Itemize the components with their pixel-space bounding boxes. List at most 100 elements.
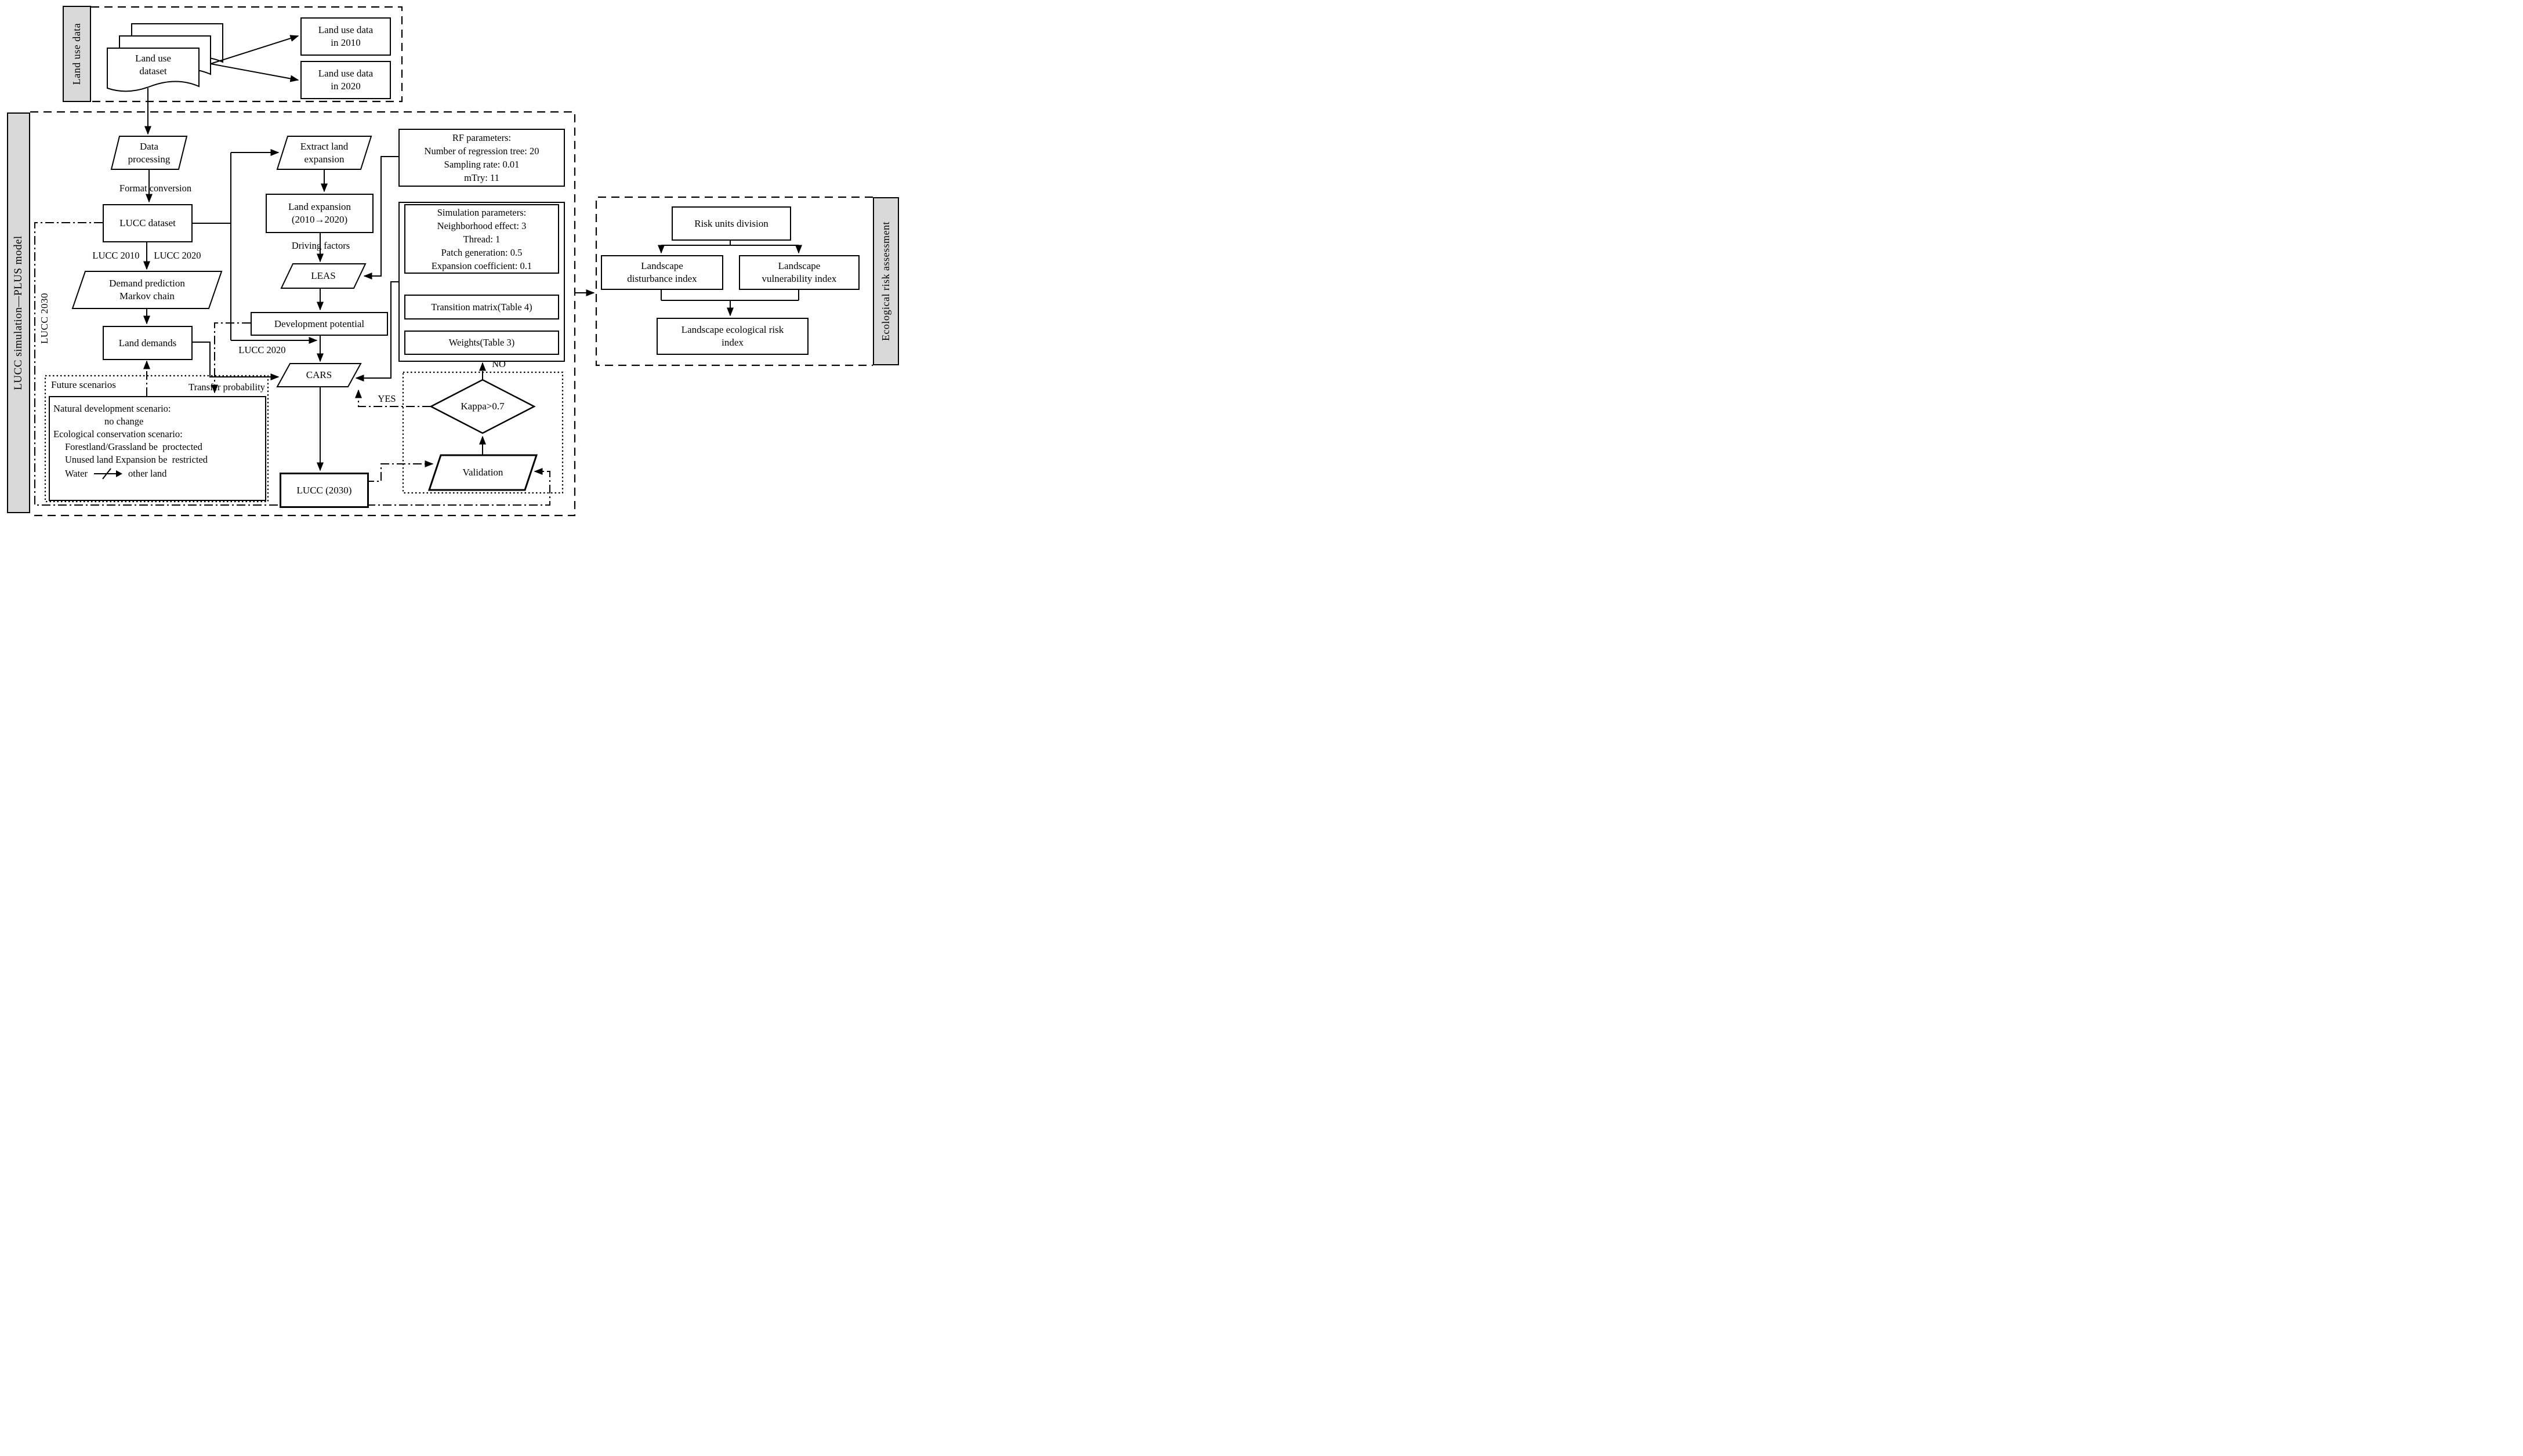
rf-params-mtry: mTry: 11 [464,172,499,183]
risk-units-branch [661,238,799,252]
future-scenarios-inner-box [49,396,266,501]
land-expansion-box: Land expansion (2010→2020) [266,194,374,233]
land-expansion-line-1: Land expansion [288,201,351,212]
data-processing-text: Data processing [111,136,187,169]
land-use-2010-box: Land use data in 2010 [300,17,391,56]
land-use-dataset-doc-text: Land use dataset [107,52,199,78]
lucc-simulation-section-bar [7,112,30,513]
scenario-line-forestland: Forestland/Grassland be proctected [65,441,202,452]
kappa-decision-diamond [429,379,536,434]
simulation-parameters-box: Simulation parameters: Neighborhood effe… [404,204,559,274]
lucc-2030-region-label: LUCC 2030 [39,292,50,344]
demand-prediction-line-2: Markov chain [119,291,175,302]
validation-label: Validation [462,467,503,478]
data-processing-shape [110,136,188,170]
box-2010-line-1: Land use data [318,24,374,35]
weights-box: Weights(Table 3) [404,331,559,355]
landdemands-to-cars-arrow [190,342,280,380]
extract-line-2: expansion [304,153,345,165]
data-processing-line-1: Data [139,140,159,152]
land-use-data-dashed-border [91,6,403,103]
vulnerability-line-1: Landscape [778,260,821,271]
future-scenarios-dotted-border [44,375,269,503]
demand-prediction-text: Demand prediction Markov chain [85,271,209,308]
weights-text: Weights(Table 3) [448,337,515,348]
crossed-arrow-icon [93,467,122,480]
risk-units-text: Risk units division [694,217,768,229]
eco-risk-line-1: Landscape ecological risk [681,324,784,335]
land-use-2020-box: Land use data in 2020 [300,61,391,99]
box-2020-line-2: in 2020 [331,81,361,92]
rf-parameters-box: RF parameters: Number of regression tree… [398,129,565,187]
vulnerability-line-2: vulnerability index [762,273,837,284]
doc-to-2020-arrow [210,63,299,82]
transfer-probability-line [211,322,251,394]
water-rule-pre: Water [65,468,88,479]
validation-shape [427,454,538,491]
lucc-2010-label: LUCC 2010 [92,250,140,261]
sim-params-thread: Thread: 1 [463,233,501,245]
doc-line-1: Land use [135,53,171,64]
rf-params-trees: Number of regression tree: 20 [424,146,539,157]
landscape-eco-risk-box: Landscape ecological risk index [657,318,809,355]
rf-params-sampling: Sampling rate: 0.01 [444,159,520,170]
future-scenarios-title: Future scenarios [51,379,116,390]
sim-params-neighborhood: Neighborhood effect: 3 [437,220,527,231]
transition-matrix-box: Transition matrix(Table 4) [404,295,559,319]
scenario-line-unused: Unused land Expansion be restricted [65,454,208,465]
cars-label: CARS [306,369,332,380]
water-rule-post: other land [128,468,167,479]
lucc-simulation-dashed-border [30,111,576,517]
land-demands-text: Land demands [118,337,177,348]
flow-diagram: Land use data LUCC simulation—PLUS model… [0,0,905,522]
rf-to-leas-arrow [363,156,398,279]
risk-units-division-box: Risk units division [672,206,791,241]
lucc-simulation-section-label: LUCC simulation—PLUS model [12,235,24,390]
doc-to-2010-arrow [210,35,299,64]
demand-prediction-shape [71,271,223,309]
box-2010-line-2: in 2010 [331,37,361,48]
land-use-dataset-document-stack [107,23,223,92]
yes-feedback-arrow [355,389,431,407]
extract-land-expansion-shape [276,136,372,170]
eco-risk-line-2: index [722,337,744,348]
ecological-risk-dashed-border [595,196,873,366]
land-use-data-section-bar [63,6,91,102]
development-potential-box: Development potential [251,312,388,336]
landscape-vulnerability-box: Landscape vulnerability index [739,255,860,290]
lucc-2030-box-text: LUCC (2030) [296,484,352,496]
kappa-condition-text: Kappa>0.7 [437,396,528,417]
scenario-line-ecological: Ecological conservation scenario: [53,429,183,440]
driving-factors-label: Driving factors [291,240,350,251]
extract-line-1: Extract land [300,140,349,152]
ecological-risk-section-bar [873,197,899,365]
format-conversion-label: Format conversion [119,183,192,194]
land-use-data-section-label: Land use data [71,23,82,85]
lucc-2030-box: LUCC (2030) [280,473,369,508]
leas-label: LEAS [311,270,336,281]
no-label: NO [492,358,506,369]
land-expansion-line-2: (2010→2020) [291,214,348,225]
diagram-lines-layer [30,6,873,517]
land-demands-box: Land demands [103,326,193,360]
box-2020-line-1: Land use data [318,68,374,79]
sim-params-expansion: Expansion coefficient: 0.1 [431,260,532,271]
sim-params-patch: Patch generation: 0.5 [441,246,523,258]
cars-text: CARS [290,364,348,387]
scenario-line-water: Water other land [65,467,166,480]
document-sheet-front [107,48,200,92]
leas-text: LEAS [293,264,354,288]
sim-params-title: Simulation parameters: [437,206,527,218]
lucc-2020-path-label: LUCC 2020 [238,344,286,355]
yes-label: YES [378,393,396,404]
rf-params-title: RF parameters: [452,132,512,143]
scenario-line-nochange: no change [104,416,144,427]
validation-text: Validation [441,455,525,490]
demand-prediction-line-1: Demand prediction [109,278,185,289]
transfer-probability-label: Transfer probability [188,382,265,393]
extract-land-expansion-text: Extract land expansion [288,136,361,169]
lucc-dataset-box: LUCC dataset [103,204,193,242]
development-potential-text: Development potential [274,318,365,329]
cars-shape [276,363,362,387]
lucc-dataset-text: LUCC dataset [119,217,176,228]
